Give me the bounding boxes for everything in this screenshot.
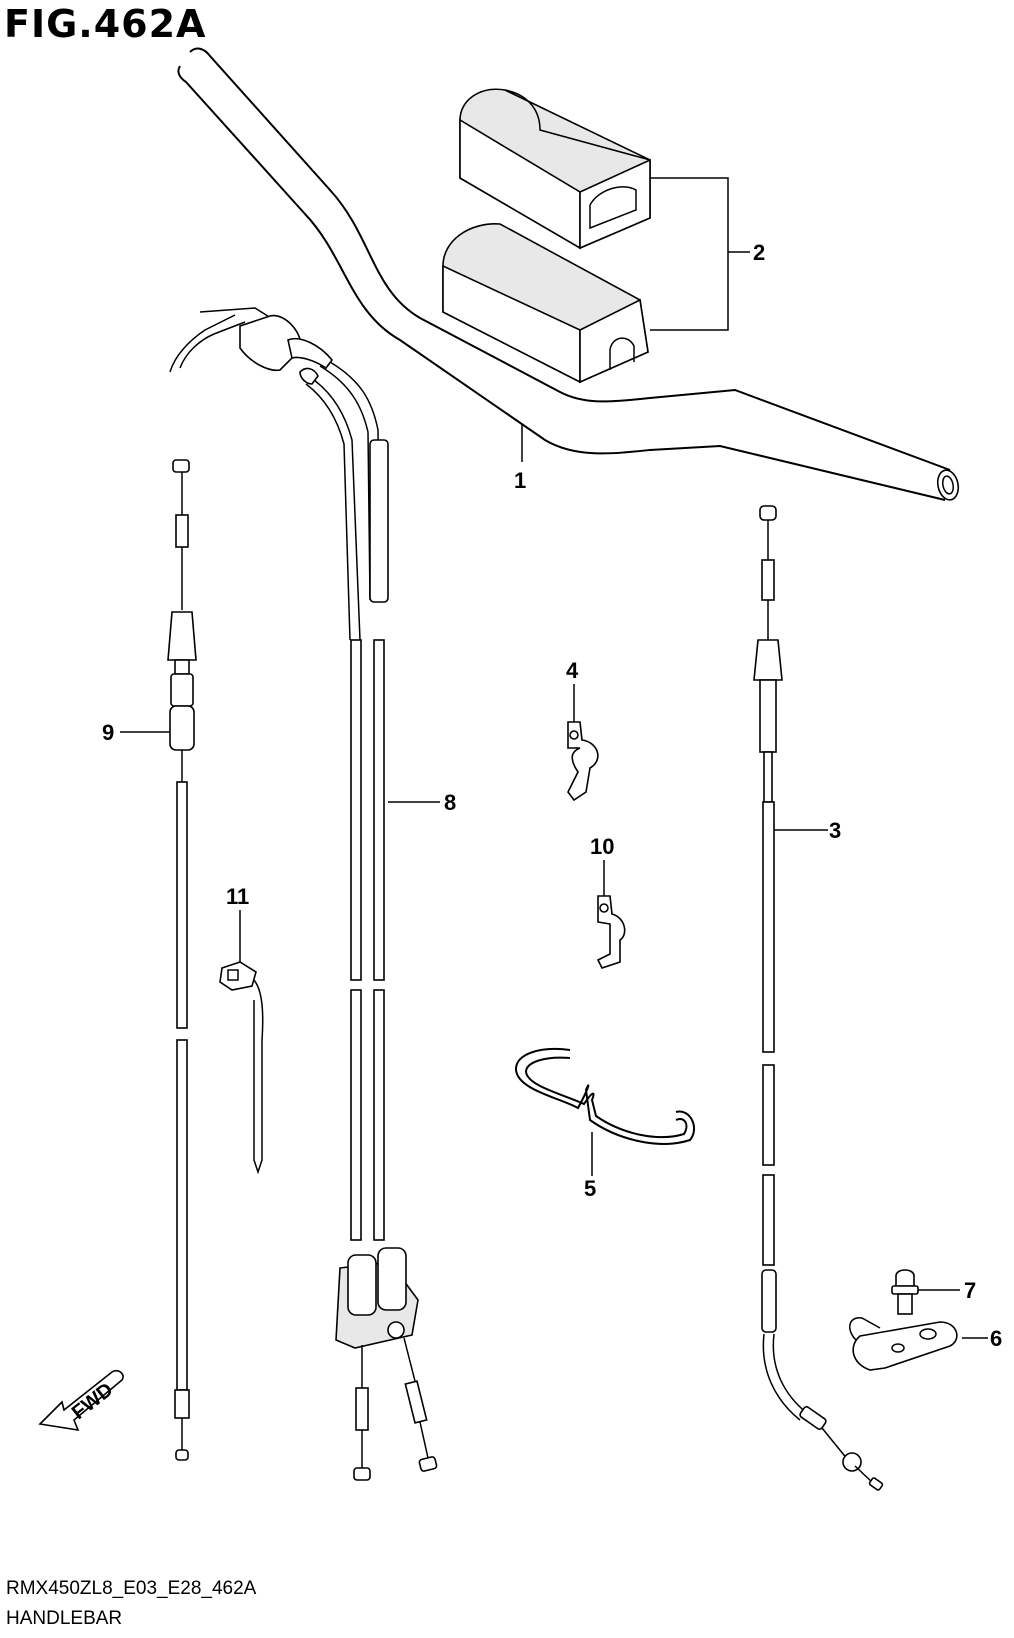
handlebar-part <box>177 47 960 501</box>
model-code: RMX450ZL8_E03_E28_462A <box>6 1578 257 1599</box>
handlebar-pad-part <box>442 88 750 384</box>
fwd-arrow-icon: FWD <box>38 1369 124 1432</box>
callout-2: 2 <box>753 240 765 265</box>
callout-1: 1 <box>514 468 526 493</box>
clutch-cable-part <box>753 505 884 1491</box>
callout-9: 9 <box>102 720 114 745</box>
section-name: HANDLEBAR <box>6 1608 123 1629</box>
figure-title: FIG.462A <box>4 2 207 46</box>
wire-hook-part <box>514 1048 695 1176</box>
callout-6: 6 <box>990 1326 1002 1351</box>
bracket-part <box>849 1317 988 1371</box>
control-cable-part <box>120 459 197 1461</box>
callout-8: 8 <box>444 790 456 815</box>
throttle-cable-part <box>169 307 440 1481</box>
callout-11: 11 <box>226 884 249 909</box>
clamp-small-part <box>596 860 626 969</box>
cable-tie-part <box>219 910 264 1175</box>
clamp-part <box>567 684 599 802</box>
callout-5: 5 <box>584 1176 596 1201</box>
callout-4: 4 <box>566 658 579 683</box>
callout-10: 10 <box>590 834 614 859</box>
callout-3: 3 <box>829 818 841 843</box>
callout-7: 7 <box>964 1278 976 1303</box>
bolt-part <box>891 1269 960 1315</box>
